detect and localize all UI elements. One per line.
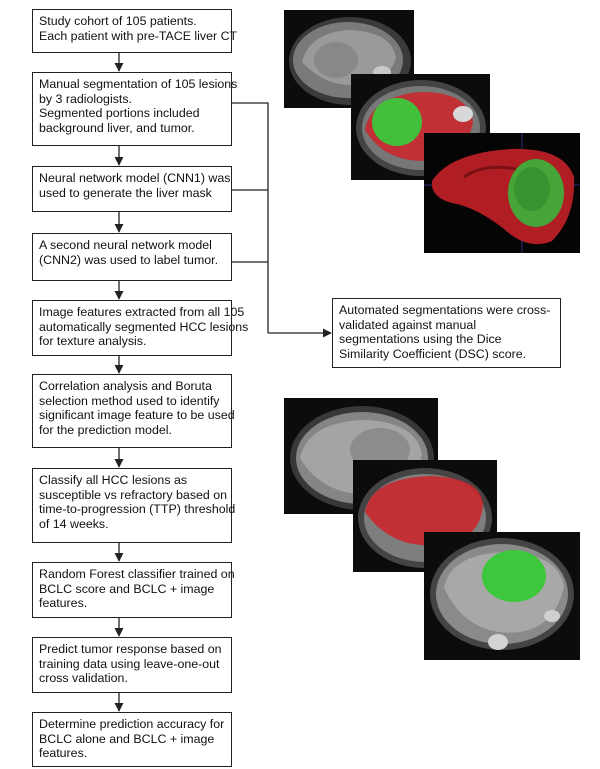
ct-scan-tumor-mask — [424, 532, 580, 660]
step-prediction: Predict tumor response based on training… — [32, 637, 232, 693]
step-line: background liver, and tumor. — [39, 120, 195, 135]
step-line: cross validation. — [39, 671, 128, 686]
step-line: selection method used to identify — [39, 393, 220, 408]
step-line: Random Forest classifier trained on — [39, 567, 235, 581]
side-line: segmentations using the Dice — [339, 332, 502, 347]
side-line: Similarity Coefficient (DSC) score. — [339, 346, 527, 361]
step-cnn2: A second neural network model (CNN2) was… — [32, 233, 232, 281]
step-line: of 14 weeks. — [39, 516, 109, 531]
step-feature-extraction: Image features extracted from all 105 au… — [32, 300, 249, 356]
step-line: Manual segmentation of 105 lesions — [39, 77, 238, 91]
step-line: susceptible vs refractory based on — [39, 487, 228, 502]
step-line: Study cohort of 105 patients. — [39, 14, 197, 28]
side-line: Automated segmentations were cross- — [339, 303, 551, 317]
step-line: Classify all HCC lesions as — [39, 473, 188, 487]
step-line: BCLC alone and BCLC + image — [39, 731, 215, 746]
step-line: Predict tumor response based on — [39, 642, 222, 656]
step-line: training data using leave-one-out — [39, 656, 220, 671]
step-random-forest: Random Forest classifier trained on BCLC… — [32, 562, 235, 618]
step-line: for texture analysis. — [39, 334, 147, 349]
step-line: (CNN2) was used to label tumor. — [39, 252, 219, 267]
step-cohort: Study cohort of 105 patients. Each patie… — [32, 9, 238, 53]
step-line: A second neural network model — [39, 238, 212, 252]
step-line: Image features extracted from all 105 — [39, 305, 245, 319]
step-manual-segmentation: Manual segmentation of 105 lesions by 3 … — [32, 72, 238, 146]
step-line: by 3 radiologists. — [39, 91, 132, 106]
step-line: for the prediction model. — [39, 422, 172, 437]
step-line: significant image feature to be used — [39, 408, 235, 423]
step-classification: Classify all HCC lesions as susceptible … — [32, 468, 236, 543]
step-accuracy: Determine prediction accuracy for BCLC a… — [32, 712, 232, 767]
bracket-connector — [232, 102, 269, 333]
step-line: features. — [39, 596, 88, 611]
step-feature-selection: Correlation analysis and Boruta selectio… — [32, 374, 235, 448]
step-line: used to generate the liver mask — [39, 185, 212, 200]
step-line: time-to-progression (TTP) threshold — [39, 502, 236, 517]
side-line: validated against manual — [339, 317, 477, 332]
step-cnn1: Neural network model (CNN1) was used to … — [32, 166, 232, 212]
step-line: features. — [39, 746, 88, 761]
liver-3d-rendering — [424, 133, 580, 253]
step-line: Each patient with pre-TACE liver CT — [39, 28, 238, 43]
step-line: automatically segmented HCC lesions — [39, 319, 249, 334]
dsc-validation-box: Automated segmentations were cross- vali… — [332, 298, 561, 368]
step-line: Segmented portions included — [39, 106, 200, 121]
step-line: BCLC score and BCLC + image — [39, 581, 215, 596]
step-line: Neural network model (CNN1) was — [39, 171, 231, 185]
step-line: Correlation analysis and Boruta — [39, 379, 212, 393]
step-line: Determine prediction accuracy for — [39, 717, 225, 731]
